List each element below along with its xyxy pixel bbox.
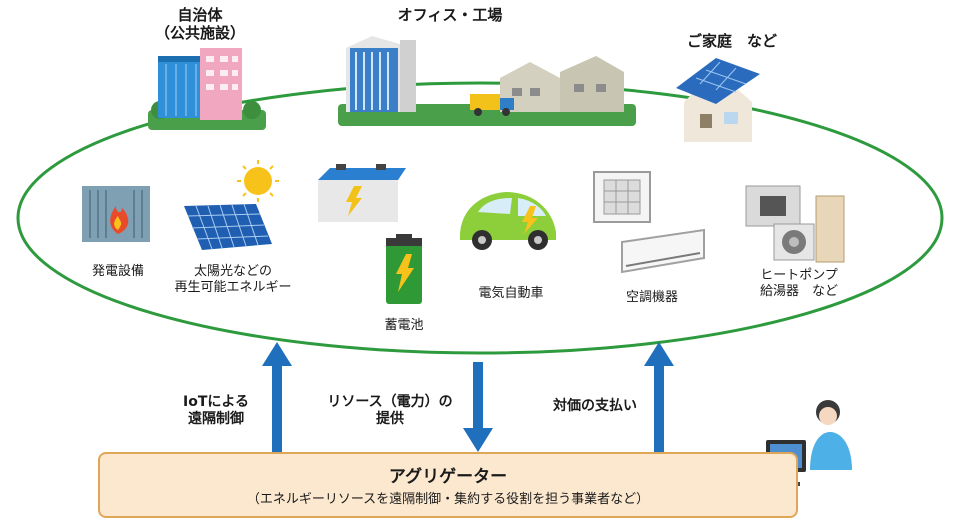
heatpump-label: ヒートポンプ 給湯器 など xyxy=(744,268,854,299)
municipality-building-icon xyxy=(148,48,266,130)
municipality-label-line1: 自治体 xyxy=(177,6,223,24)
iot-control-label: IoTによる 遠隔制御 xyxy=(166,394,266,428)
aggregator-description: （エネルギーリソースを遠隔制御・集約する役割を担う事業者など） xyxy=(246,492,650,507)
resource-supply-label: リソース（電力）の 提供 xyxy=(312,394,468,428)
home-label: ご家庭 など xyxy=(686,32,777,50)
office-factory-label: オフィス・工場 xyxy=(397,6,503,24)
renewable-label-line2: 再生可能エネルギー xyxy=(174,279,292,295)
renewable-label: 太陽光などの 再生可能エネルギー xyxy=(168,264,298,295)
arrow-resource-down xyxy=(463,362,493,452)
iot-control-label-line1: IoTによる xyxy=(183,394,249,410)
resource-supply-label-line2: 提供 xyxy=(376,410,404,427)
aggregator-box: アグリゲーター （エネルギーリソースを遠隔制御・集約する役割を担う事業者など） xyxy=(98,452,798,518)
aircon-label: 空調機器 xyxy=(625,290,678,305)
car-battery-icon xyxy=(318,164,406,222)
arrow-payment-up xyxy=(644,342,674,452)
electric-car-icon xyxy=(460,192,556,250)
municipality-label-line2: （公共施設） xyxy=(154,24,245,42)
heat-pump-icon xyxy=(745,185,845,263)
resource-supply-label-line1: リソース（電力）の xyxy=(327,394,453,410)
solar-panel-icon xyxy=(184,160,279,250)
wall-ac-icon xyxy=(621,228,705,274)
payment-label: 対価の支払い xyxy=(553,398,637,414)
iot-control-label-line2: 遠隔制御 xyxy=(188,410,244,427)
generator-label: 発電設備 xyxy=(91,264,144,279)
aggregator-title: アグリゲーター xyxy=(388,467,508,487)
house-icon xyxy=(676,58,760,142)
resource-ellipse xyxy=(16,81,944,355)
heatpump-label-line2: 給湯器 など xyxy=(759,283,838,299)
battery-label: 蓄電池 xyxy=(384,318,424,333)
municipality-label: 自治体 （公共施設） xyxy=(150,6,250,42)
storage-battery-icon xyxy=(386,234,422,304)
ev-label: 電気自動車 xyxy=(478,286,544,301)
renewable-label-line1: 太陽光などの xyxy=(193,264,272,279)
generator-icon xyxy=(82,186,150,242)
arrow-iot-up xyxy=(262,342,292,452)
office-factory-icon xyxy=(338,36,636,126)
ceiling-ac-icon xyxy=(593,171,651,223)
heatpump-label-line1: ヒートポンプ xyxy=(760,268,838,283)
